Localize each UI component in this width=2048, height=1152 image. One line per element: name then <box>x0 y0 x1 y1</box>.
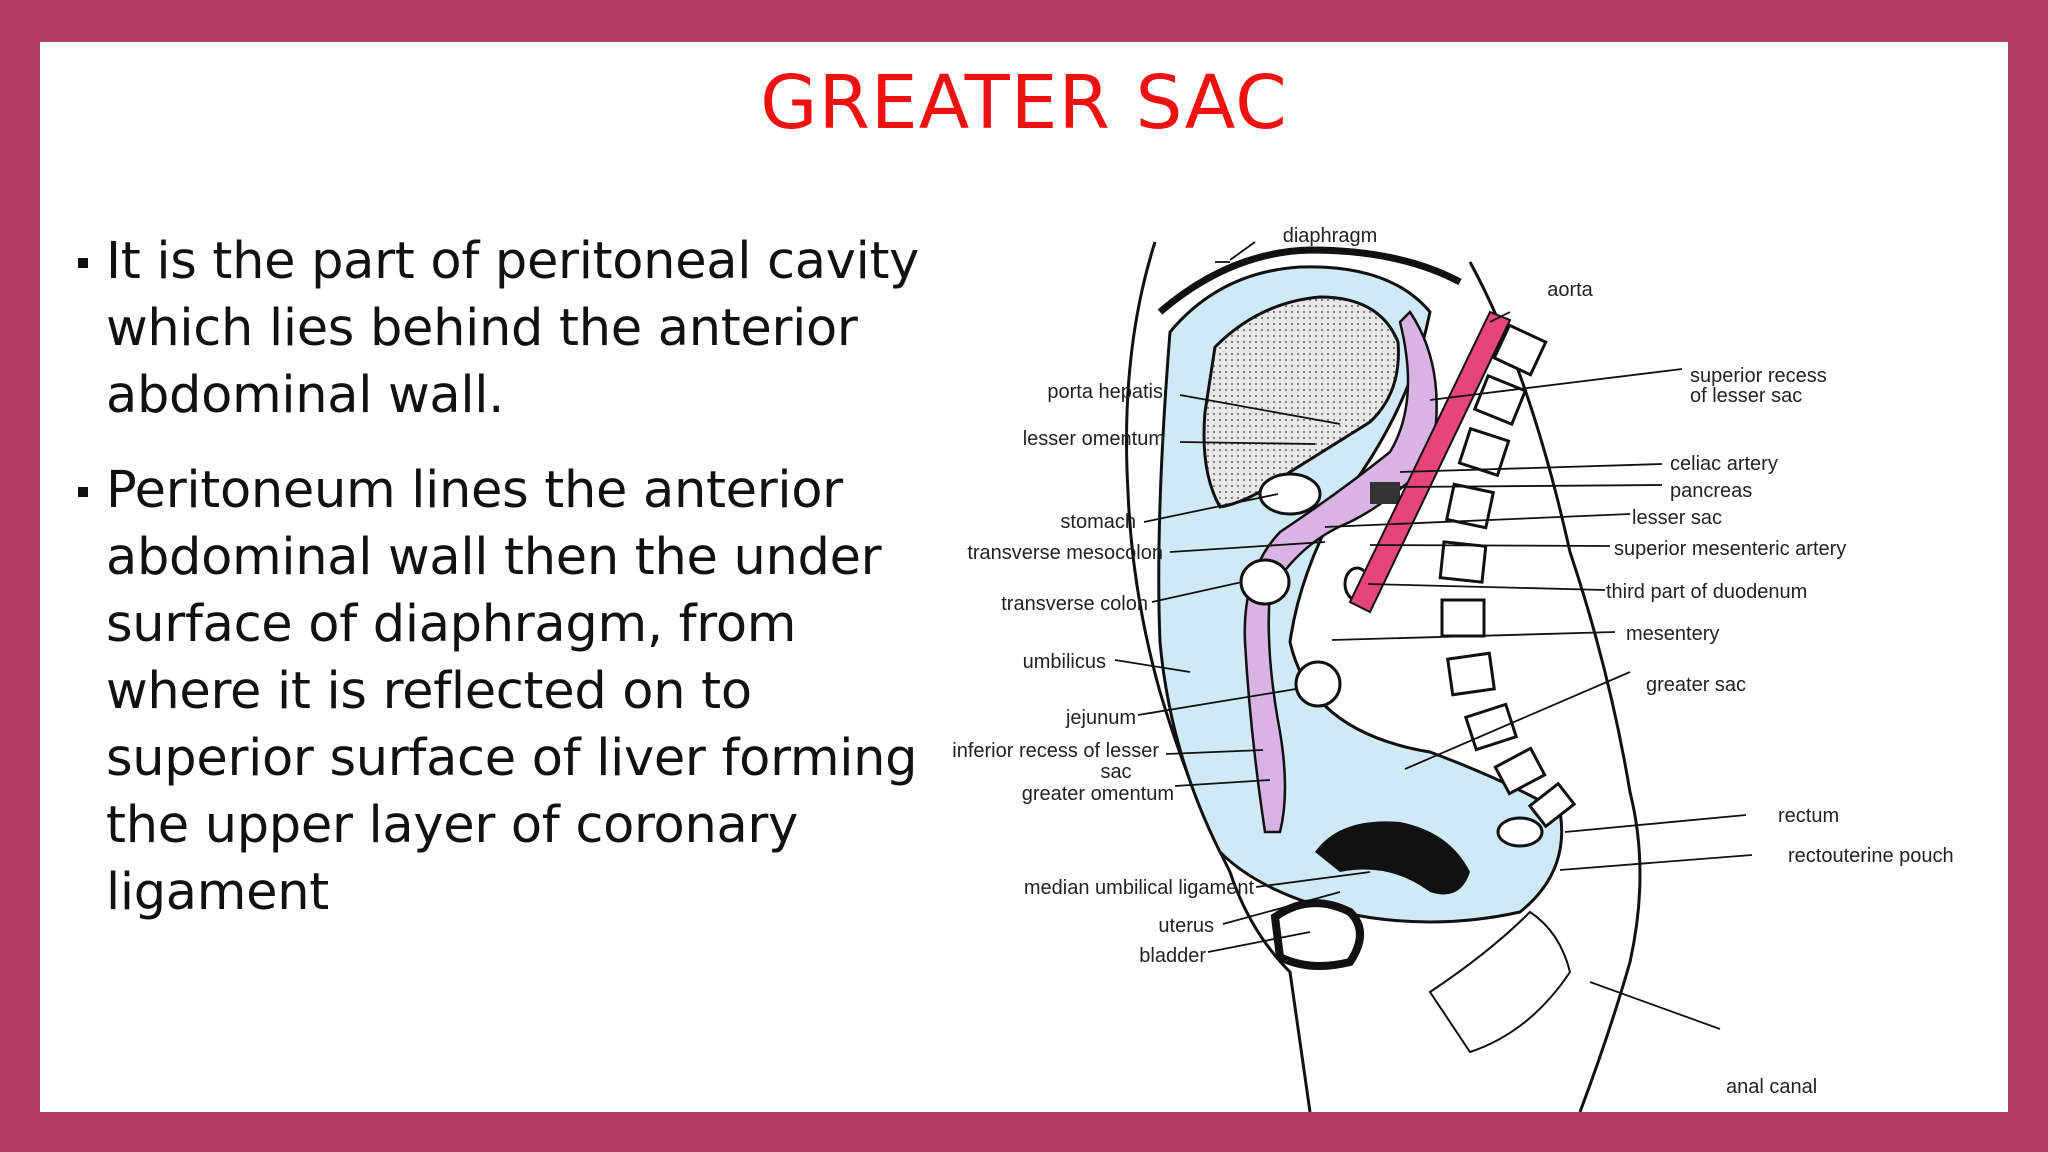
label-celiac-artery: celiac artery <box>1670 453 1778 475</box>
bullet-list: It is the part of peritoneal cavity whic… <box>78 228 938 954</box>
label-stomach: stomach <box>1060 511 1136 533</box>
label-mesentery: mesentery <box>1626 623 1719 645</box>
bullet-marker-icon <box>78 487 88 497</box>
label-inferior-recess: inferior recess of lesser <box>952 740 1159 762</box>
label-diaphragm: diaphragm <box>1283 225 1378 247</box>
label-median-umbilical-ligament: median umbilical ligament <box>1024 877 1255 899</box>
label-lesser-omentum: lesser omentum <box>1023 428 1165 450</box>
back-outline <box>1468 261 1642 1112</box>
sagittal-section-svg: diaphragm aorta superior recess of lesse… <box>952 225 1954 1112</box>
bullet-text: Peritoneum lines the anterior abdominal … <box>106 461 918 922</box>
body-outline <box>1125 241 1312 1112</box>
label-uterus: uterus <box>1158 915 1214 937</box>
label-superior-recess: superior recess <box>1690 365 1827 387</box>
label-umbilicus: umbilicus <box>1023 651 1106 673</box>
label-jejunum: jejunum <box>1065 707 1136 729</box>
diaphragm <box>1157 246 1462 315</box>
label-porta-hepatis: porta hepatis <box>1047 381 1163 403</box>
label-transverse-colon: transverse colon <box>1001 593 1148 615</box>
anatomy-diagram: diaphragm aorta superior recess of lesse… <box>870 172 2008 1112</box>
label-anal-canal: anal canal <box>1726 1076 1817 1098</box>
label-rectouterine-pouch: rectouterine pouch <box>1788 845 1954 867</box>
label-bladder: bladder <box>1139 945 1206 967</box>
label-superior-recess-2: of lesser sac <box>1690 385 1802 407</box>
slide-title: GREATER SAC <box>760 60 1288 146</box>
uterus <box>1315 821 1470 895</box>
bullet-item: It is the part of peritoneal cavity whic… <box>78 228 938 429</box>
pancreas <box>1370 482 1400 504</box>
bullet-text: It is the part of peritoneal cavity whic… <box>106 232 920 425</box>
jejunum <box>1294 660 1342 708</box>
label-aorta: aorta <box>1547 279 1593 301</box>
label-rectum: rectum <box>1778 805 1839 827</box>
bladder <box>1270 899 1364 970</box>
label-transverse-mesocolon: transverse mesocolon <box>967 542 1163 564</box>
bullet-item: Peritoneum lines the anterior abdominal … <box>78 457 938 926</box>
anal-canal <box>1428 910 1572 1054</box>
label-lesser-sac: lesser sac <box>1632 507 1722 529</box>
label-greater-omentum: greater omentum <box>1022 783 1174 805</box>
stomach <box>1258 472 1322 516</box>
label-inferior-recess-2: sac <box>1100 761 1131 783</box>
slide: GREATER SAC It is the part of peritoneal… <box>40 42 2008 1112</box>
transverse-colon <box>1239 558 1291 606</box>
label-pancreas: pancreas <box>1670 480 1752 502</box>
label-superior-mesenteric-artery: superior mesenteric artery <box>1614 538 1846 560</box>
rectum <box>1496 816 1544 848</box>
aorta <box>1348 310 1512 614</box>
label-third-part-duodenum: third part of duodenum <box>1606 581 1807 603</box>
label-greater-sac: greater sac <box>1646 674 1746 696</box>
bullet-marker-icon <box>78 258 88 268</box>
leader-lines <box>1114 241 1753 1030</box>
